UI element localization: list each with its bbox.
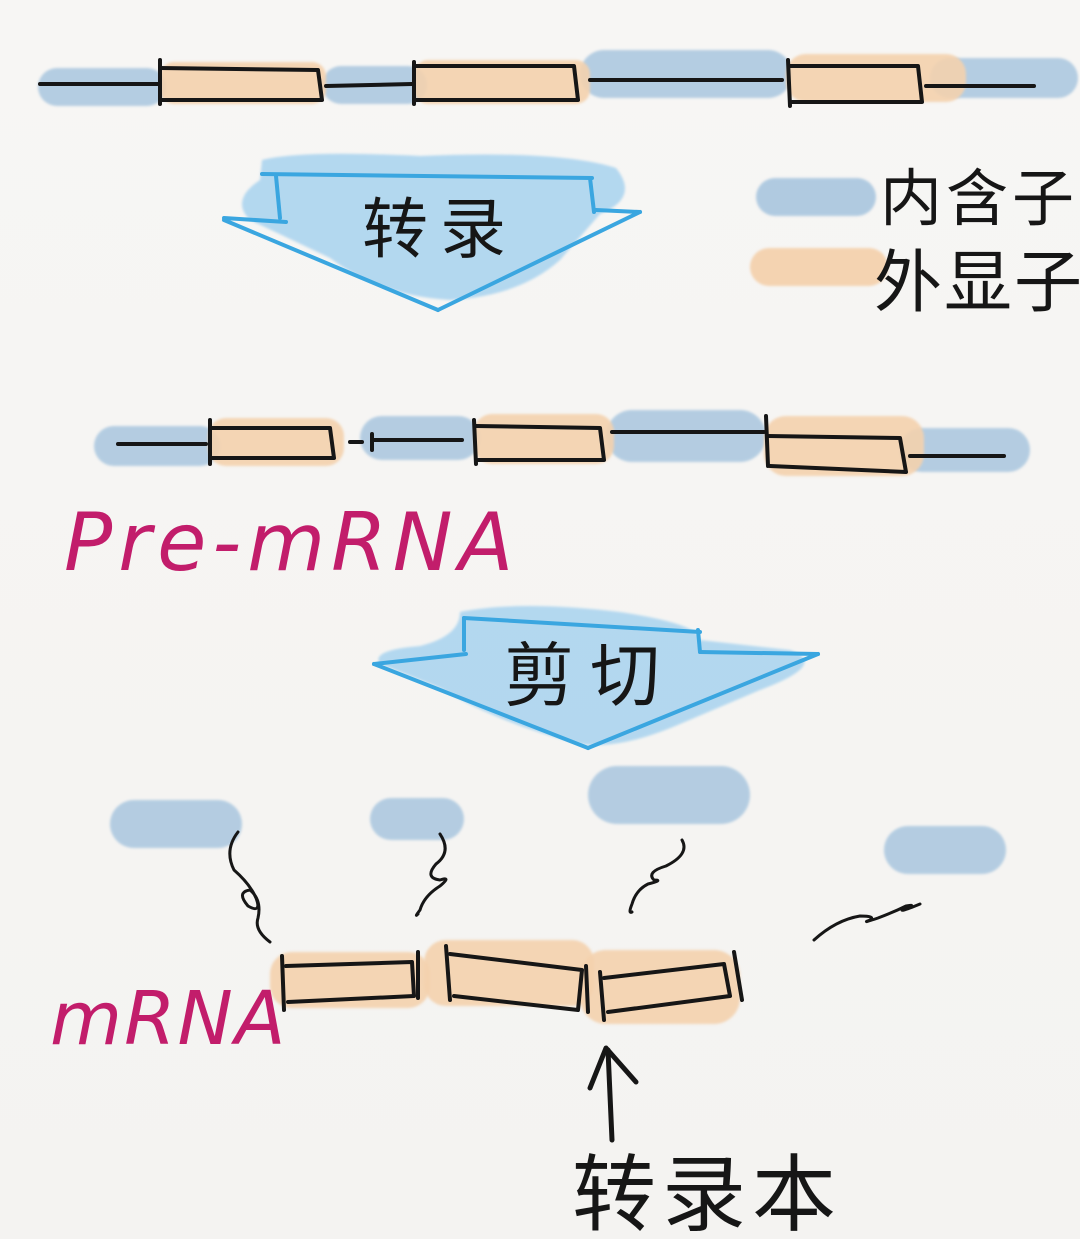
mrna-strand — [270, 940, 744, 1024]
excised-intron — [370, 798, 464, 840]
arrow-outline — [372, 616, 820, 750]
pre-mrna-ink — [116, 414, 1006, 474]
intron-highlight — [900, 428, 1030, 472]
exon-highlight — [764, 416, 924, 476]
excised-intron — [588, 766, 750, 824]
legend-exon-swatch — [750, 248, 888, 286]
exon-highlight — [786, 54, 966, 102]
mrna-ink — [280, 944, 744, 1022]
intron-highlight — [606, 410, 766, 462]
pre-mrna-strand — [94, 410, 1030, 476]
arrow-fill — [242, 153, 625, 300]
exon-highlight — [414, 60, 590, 104]
dna-ink — [38, 58, 1036, 108]
dna-gene — [38, 50, 1078, 108]
exon-highlight — [474, 414, 614, 464]
excised-intron — [110, 800, 242, 848]
splicing-arrow: 剪切 — [372, 606, 820, 750]
legend-intron-swatch — [756, 178, 876, 216]
transcription-label: 转录 — [362, 191, 518, 268]
excised-intron — [884, 826, 1006, 874]
arrow-outline — [222, 172, 642, 312]
mrna-label: mRNA — [50, 976, 287, 1062]
transcript-label: 转录本 — [572, 1146, 842, 1239]
transcript-pointer: 转录本 — [572, 1045, 842, 1239]
exon-highlight — [160, 62, 326, 104]
pre-mrna-label: Pre-mRNA — [64, 496, 519, 589]
legend-intron-label: 内含子 — [880, 162, 1078, 235]
splicing-label: 剪切 — [504, 635, 676, 717]
intron-highlight — [580, 50, 792, 98]
legend: 内含子 外显子 — [750, 162, 1080, 323]
excised-introns — [110, 766, 1006, 944]
intron-lariats — [228, 830, 922, 944]
legend-exon-label: 外显子 — [874, 244, 1080, 323]
intron-highlight — [38, 68, 166, 106]
transcription-arrow: 转录 — [222, 153, 642, 312]
up-arrow — [587, 1045, 639, 1143]
